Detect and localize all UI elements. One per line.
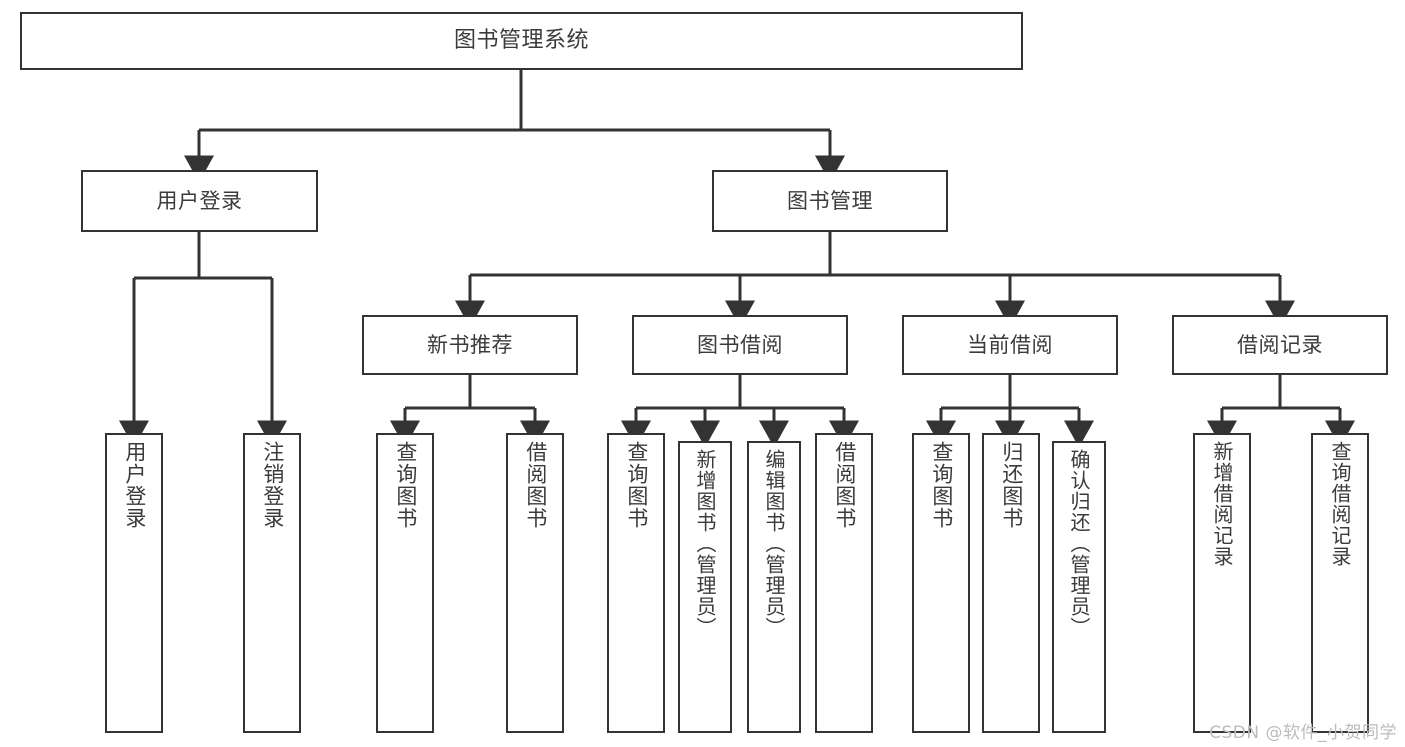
node-book-management[interactable]: 图书管理 — [712, 170, 948, 232]
leaf-label: 编辑图书（管理员） — [762, 449, 786, 638]
node-current-borrow-label: 当前借阅 — [967, 332, 1053, 357]
leaf-current-borrow-query[interactable]: 查询图书 — [912, 433, 970, 733]
leaf-label: 借阅图书 — [832, 441, 857, 529]
node-borrow-record[interactable]: 借阅记录 — [1172, 315, 1388, 375]
leaf-label: 查询图书 — [393, 441, 418, 529]
leaf-label: 确认归还（管理员） — [1067, 449, 1091, 638]
node-book-management-label: 图书管理 — [787, 188, 873, 213]
node-root-label: 图书管理系统 — [453, 28, 589, 54]
leaf-book-borrow-edit[interactable]: 编辑图书（管理员） — [747, 441, 801, 733]
leaf-new-book-query[interactable]: 查询图书 — [376, 433, 434, 733]
leaf-borrow-record-query[interactable]: 查询借阅记录 — [1311, 433, 1369, 733]
node-new-book-recommend[interactable]: 新书推荐 — [362, 315, 578, 375]
leaf-label: 注销登录 — [260, 441, 285, 529]
node-book-borrow[interactable]: 图书借阅 — [632, 315, 848, 375]
leaf-label: 新增借阅记录 — [1210, 441, 1234, 567]
node-user-login-label: 用户登录 — [156, 188, 243, 213]
leaf-label: 借阅图书 — [523, 441, 548, 529]
leaf-label: 用户登录 — [122, 441, 147, 529]
leaf-label: 查询图书 — [624, 441, 649, 529]
node-root[interactable]: 图书管理系统 — [20, 12, 1023, 70]
node-user-login[interactable]: 用户登录 — [81, 170, 318, 232]
node-book-borrow-label: 图书借阅 — [697, 332, 783, 357]
leaf-label: 查询图书 — [929, 441, 954, 529]
leaf-current-borrow-return[interactable]: 归还图书 — [982, 433, 1040, 733]
leaf-book-borrow-query[interactable]: 查询图书 — [607, 433, 665, 733]
leaf-borrow-record-add[interactable]: 新增借阅记录 — [1193, 433, 1251, 733]
leaf-label: 查询借阅记录 — [1328, 441, 1352, 567]
leaf-user-login-signout[interactable]: 注销登录 — [243, 433, 301, 733]
leaf-new-book-borrow[interactable]: 借阅图书 — [506, 433, 564, 733]
leaf-book-borrow-add[interactable]: 新增图书（管理员） — [678, 441, 732, 733]
node-current-borrow[interactable]: 当前借阅 — [902, 315, 1118, 375]
leaf-book-borrow-borrow[interactable]: 借阅图书 — [815, 433, 873, 733]
leaf-label: 归还图书 — [999, 441, 1024, 529]
leaf-user-login-signin[interactable]: 用户登录 — [105, 433, 163, 733]
leaf-current-borrow-confirm[interactable]: 确认归还（管理员） — [1052, 441, 1106, 733]
node-new-book-recommend-label: 新书推荐 — [427, 332, 513, 357]
watermark: CSDN @软件_小贺同学 — [1209, 723, 1397, 743]
node-borrow-record-label: 借阅记录 — [1237, 332, 1323, 357]
leaf-label: 新增图书（管理员） — [693, 449, 717, 638]
